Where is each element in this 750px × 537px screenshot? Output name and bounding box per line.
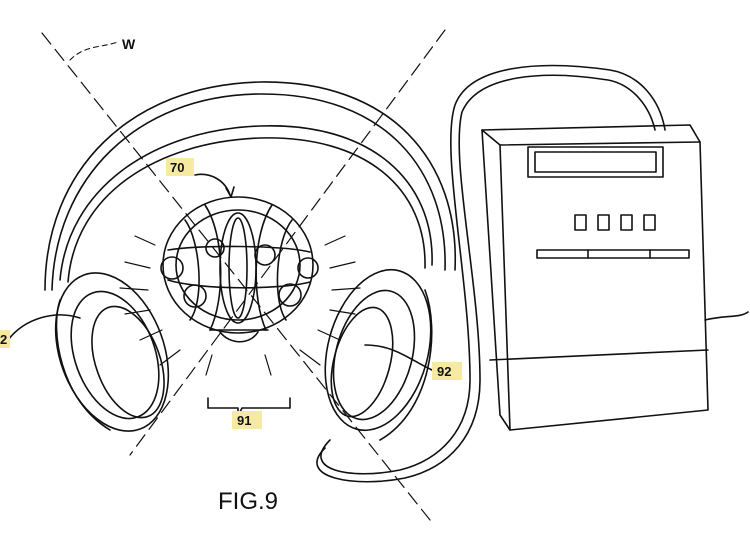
label-92-leader xyxy=(364,344,433,371)
device-display xyxy=(527,146,664,178)
svg-text:2: 2 xyxy=(0,332,7,347)
svg-text:92: 92 xyxy=(437,364,451,379)
svg-text:70: 70 xyxy=(170,160,184,175)
label-92: 92 xyxy=(432,362,462,380)
label-91: 91 xyxy=(232,411,262,429)
svg-text:91: 91 xyxy=(237,413,251,428)
device-buttons xyxy=(574,214,656,231)
right-ear-cup xyxy=(324,268,433,441)
figure-caption: FIG.9 xyxy=(218,488,278,515)
device-slider xyxy=(536,249,690,259)
label-70-arrow xyxy=(194,173,231,196)
left-ear-cup xyxy=(54,272,170,432)
coil-unit xyxy=(160,196,319,343)
label-70: 70 xyxy=(166,158,194,176)
label-left-leader xyxy=(7,314,81,341)
label-w: W xyxy=(122,36,136,52)
w-leader xyxy=(69,41,119,61)
label-left: 2 xyxy=(0,330,10,348)
sound-lines xyxy=(119,235,361,376)
headphone-cable xyxy=(320,64,666,475)
dashed-axis-lines xyxy=(41,29,446,521)
control-device xyxy=(481,124,749,431)
headband xyxy=(44,81,456,291)
